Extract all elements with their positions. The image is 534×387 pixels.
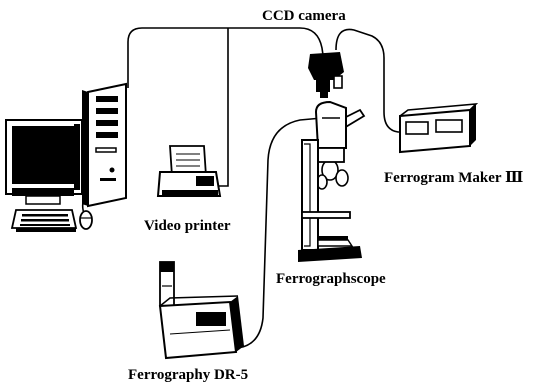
keyboard	[10, 209, 78, 232]
cables	[81, 27, 406, 349]
label-ferrography-dr5: Ferrography DR-5	[128, 367, 248, 383]
cable-dr5-to-scope	[237, 117, 323, 349]
video-printer	[156, 145, 222, 197]
ferrographscope	[298, 100, 366, 262]
cable-computer-to-camera	[127, 27, 325, 88]
label-ccd-camera: CCD camera	[262, 8, 346, 24]
cable-camera-to-maker	[335, 28, 406, 133]
label-ferrographscope: Ferrographscope	[276, 271, 386, 287]
label-ferrogram-maker: Ferrogram Maker Ⅲ	[384, 170, 523, 186]
tower-case	[82, 82, 127, 208]
labels: CCD camera Video printer Ferrogram Maker…	[128, 8, 523, 383]
ferrogram-maker	[399, 103, 479, 154]
ferrography-dr5	[158, 261, 244, 360]
computer	[5, 82, 127, 232]
monitor	[5, 119, 83, 205]
mouse	[79, 210, 93, 230]
ccd-camera	[308, 52, 344, 98]
label-video-printer: Video printer	[144, 218, 231, 234]
cable-printer-to-camera	[218, 28, 229, 187]
